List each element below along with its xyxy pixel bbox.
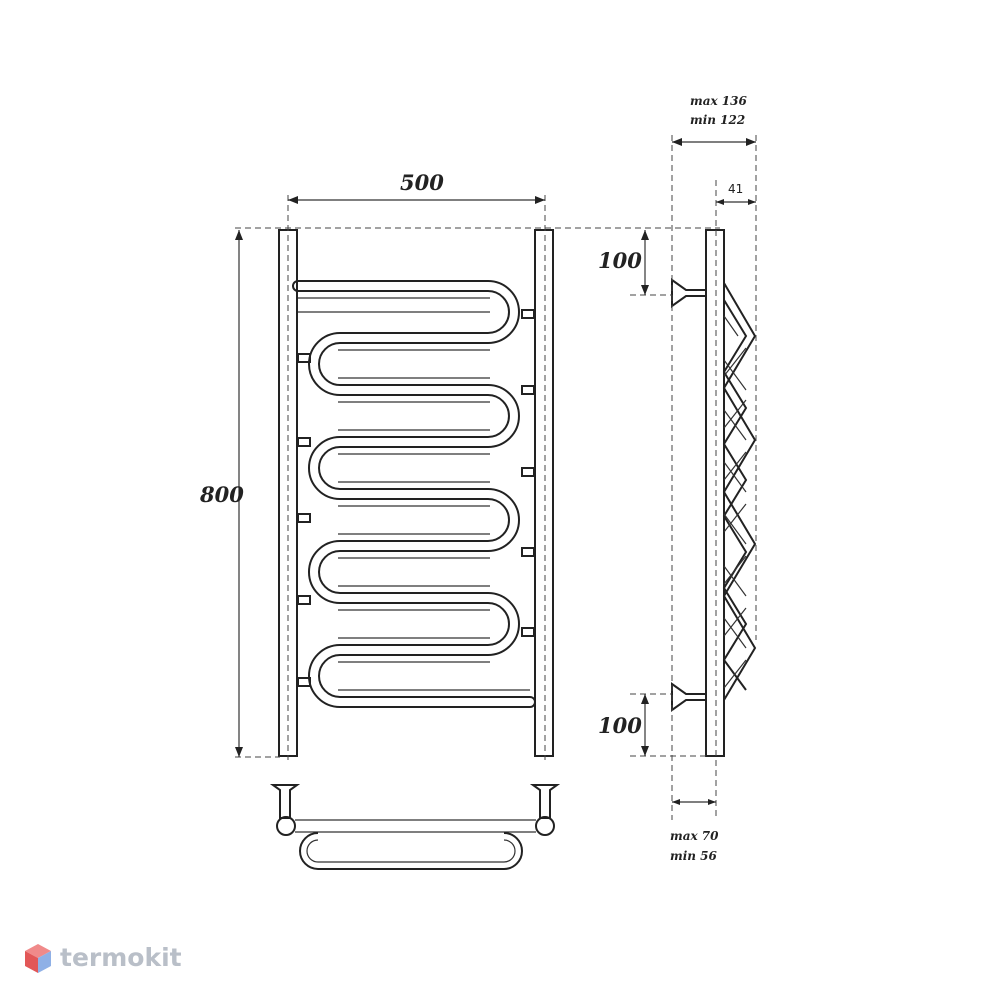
side-zigzag-tubes <box>722 282 757 701</box>
top-wall-bracket <box>671 278 707 308</box>
left-collector-section <box>276 816 296 836</box>
side-collector-bar <box>705 229 725 757</box>
brand-logo: termokit <box>25 943 182 973</box>
height-dimension: 800 <box>199 230 244 757</box>
side-view: max 136 min 122 41 100 100 <box>598 94 757 863</box>
top-offset-dimension: 100 <box>598 230 649 295</box>
side-min-label: min 122 <box>690 113 745 127</box>
wall-min-label: min 56 <box>670 849 718 863</box>
bottom-wall-bracket <box>671 682 707 712</box>
overall-depth-dimension: max 136 min 122 <box>672 94 756 146</box>
width-dimension: 500 <box>288 170 545 204</box>
wall-distance-dimension: max 70 min 56 <box>670 799 719 863</box>
brand-name: termokit <box>60 943 182 972</box>
height-label: 800 <box>199 482 244 507</box>
right-collector-bar <box>534 229 554 757</box>
bottom-view <box>269 784 561 870</box>
front-view: 500 800 <box>199 170 720 760</box>
bottom-offset-dimension: 100 <box>598 694 649 756</box>
right-collector-section <box>535 816 555 836</box>
serpentine-tube <box>292 280 536 708</box>
width-label: 500 <box>400 170 444 195</box>
top-offset-label: 100 <box>598 248 642 273</box>
brand-cube-icon <box>25 944 51 973</box>
wall-max-label: max 70 <box>670 829 719 843</box>
tube-depth-dimension: 41 <box>716 182 756 205</box>
depth-label: 41 <box>728 182 743 196</box>
bottom-offset-label: 100 <box>598 713 642 738</box>
side-max-label: max 136 <box>690 94 748 108</box>
